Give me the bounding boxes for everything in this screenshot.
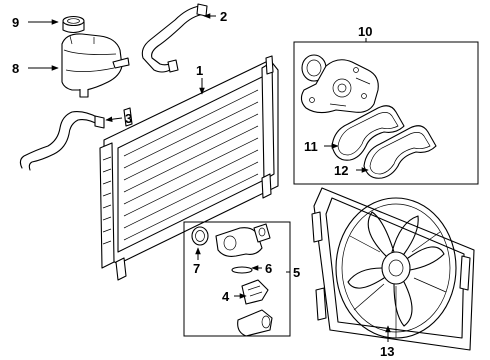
callout-5: 5	[293, 265, 300, 280]
lower-radiator-hose	[19, 111, 105, 171]
cooling-fan	[335, 197, 457, 339]
callout-3: 3	[125, 111, 132, 126]
callout-1: 1	[196, 63, 203, 78]
callout-12: 12	[334, 163, 348, 178]
housing-gasket	[363, 125, 437, 179]
coolant-outlet-pipe	[237, 309, 273, 337]
reservoir-cap	[62, 15, 85, 34]
callout-11: 11	[304, 139, 318, 154]
water-pump	[300, 54, 379, 114]
water-pump-group-box	[293, 41, 479, 185]
leader-lines	[28, 13, 391, 342]
callout-4: 4	[222, 289, 230, 304]
callout-6: 6	[265, 261, 272, 276]
thermostat-housing	[215, 223, 271, 257]
coolant-reservoir	[61, 33, 130, 98]
pump-gasket	[331, 105, 405, 161]
upper-radiator-hose	[141, 3, 208, 73]
callout-10: 10	[358, 24, 372, 39]
thermostat	[241, 279, 269, 305]
callout-9: 9	[12, 15, 19, 30]
radiator	[99, 55, 279, 281]
o-ring	[231, 266, 253, 274]
callout-7: 7	[193, 261, 200, 276]
seal-ring	[191, 226, 209, 246]
thermostat-group-box	[183, 221, 291, 337]
callout-2: 2	[220, 9, 227, 24]
callout-8: 8	[12, 61, 19, 76]
callout-13: 13	[380, 344, 394, 359]
